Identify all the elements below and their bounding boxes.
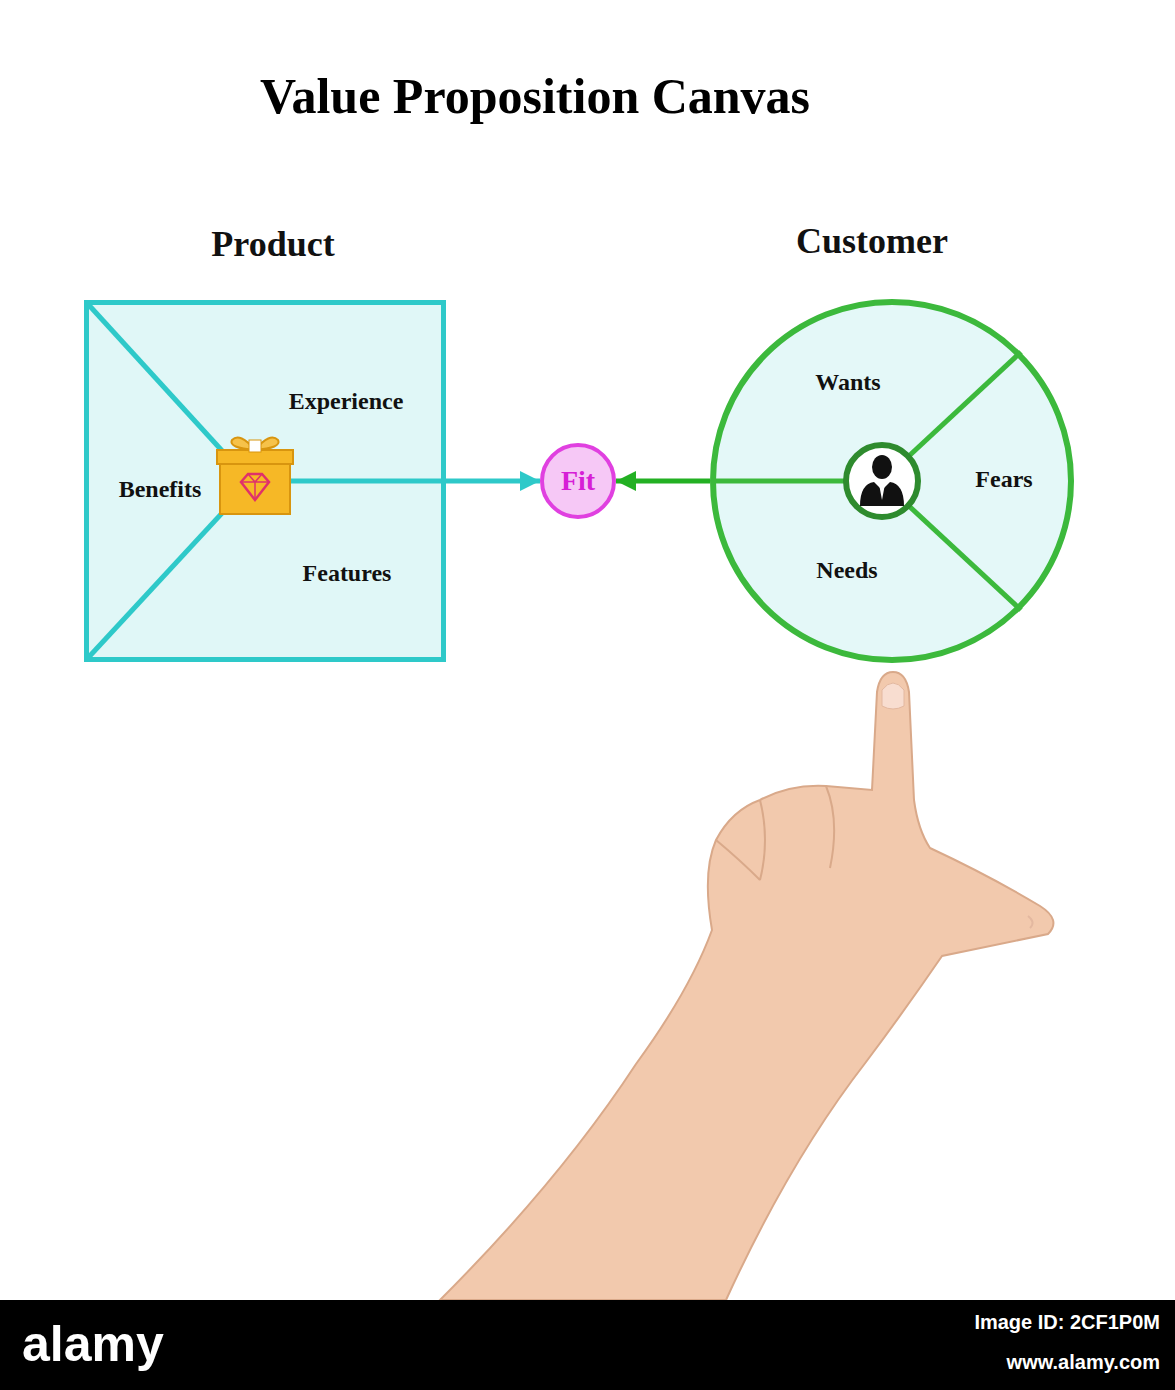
segment-label-slot: Fears (975, 466, 1032, 494)
column-heading: Product (211, 224, 334, 265)
finger-fold (716, 786, 834, 880)
segment-label: Features (303, 560, 392, 588)
outline-circle (713, 302, 1071, 660)
diagram-title: Value Proposition Canvas (260, 68, 810, 126)
fit-label-slot: Fit (561, 465, 595, 497)
divider-line (290, 479, 446, 484)
segment-label-slot: Needs (816, 557, 877, 585)
footer-bar (0, 1300, 1175, 1390)
fit-label: Fit (561, 465, 595, 497)
image-id: Image ID: 2CF1P0M (974, 1311, 1160, 1334)
segment-label-slot: Experience (289, 388, 404, 416)
watermark-url: www.alamy.com (1007, 1351, 1160, 1374)
person-icon (846, 445, 918, 517)
column-heading-slot: Product (211, 224, 334, 265)
product-fill (84, 300, 446, 662)
diamond-facets (241, 474, 269, 500)
column-heading: Customer (796, 221, 948, 262)
gift-knot (249, 440, 261, 452)
watermark-logo-slot: alamy (22, 1316, 164, 1374)
segment-label: Experience (289, 388, 404, 416)
thumb-nail (1028, 916, 1033, 928)
gift-icon (217, 438, 293, 514)
image-id-slot: Image ID: 2CF1P0M (974, 1311, 1160, 1334)
person-ring (846, 445, 918, 517)
divider-line (87, 303, 236, 466)
gift-box (220, 462, 290, 514)
customer-circle: CustomerWantsFearsNeeds (710, 299, 1074, 663)
outline-circle (542, 445, 614, 517)
segment-label-slot: Wants (815, 369, 880, 397)
segment-label-slot: Features (303, 560, 392, 588)
divider-line (87, 498, 236, 659)
diamond-icon (241, 474, 269, 500)
customer-fill (712, 301, 1072, 661)
watermark-url-slot: www.alamy.com (1007, 1351, 1160, 1374)
segment-label: Wants (815, 369, 880, 397)
product-box: ProductExperienceBenefitsFeatures (84, 300, 446, 662)
divider-line (712, 479, 846, 484)
fingernail (882, 683, 904, 709)
fit-circle: Fit (540, 443, 616, 519)
segment-label: Fears (975, 466, 1032, 494)
pointing-hand (440, 672, 1053, 1300)
connector-arrow (446, 479, 540, 484)
hand-shape (440, 672, 1053, 1300)
diagram-title-slot: Value Proposition Canvas (260, 68, 810, 126)
column-heading-slot: Customer (796, 221, 948, 262)
segment-label-slot: Benefits (119, 476, 202, 504)
segment-label: Benefits (119, 476, 202, 504)
watermark-logo: alamy (22, 1316, 164, 1374)
person-head (872, 455, 892, 479)
connector-arrow (616, 479, 710, 484)
person-collar (879, 484, 885, 500)
segment-label: Needs (816, 557, 877, 585)
person-body (860, 482, 904, 506)
